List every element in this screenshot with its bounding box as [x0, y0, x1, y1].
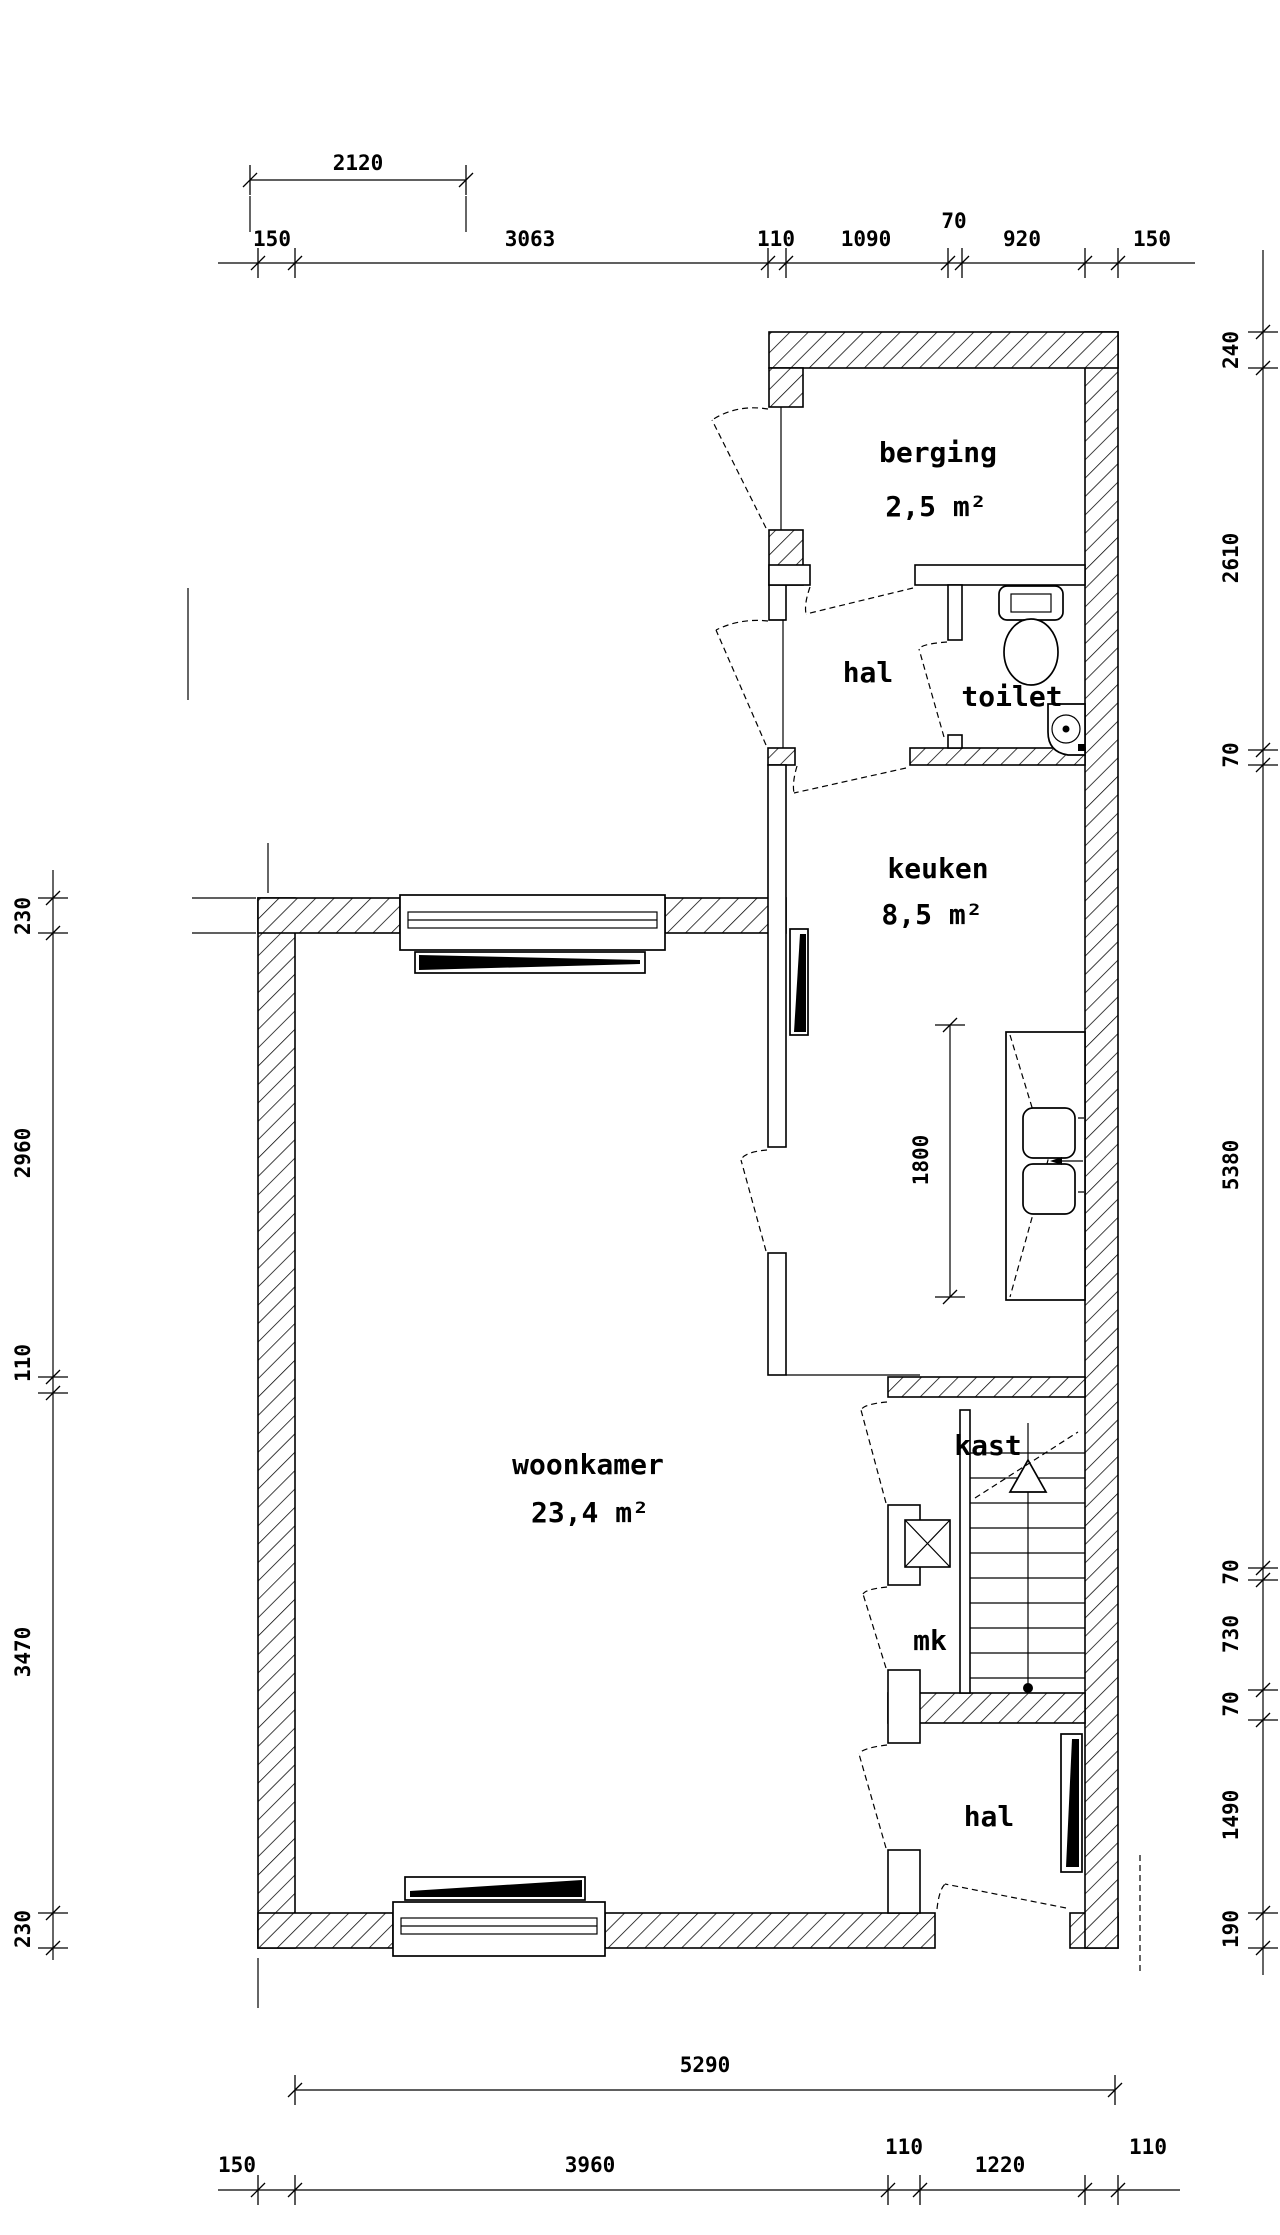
shaft-box — [904, 1519, 951, 1568]
dimension-top-2120: 2120 — [242, 151, 474, 196]
dim-left-0: 230 — [11, 897, 35, 935]
dim-top-5: 920 — [1003, 227, 1041, 251]
walls-partition — [767, 407, 1086, 1914]
toilet-fixture — [998, 585, 1064, 686]
dim-left-3: 3470 — [11, 1627, 35, 1678]
walls-hatched — [257, 331, 1119, 1949]
dimension-row-bottom: 150 3960 110 1220 110 — [218, 2135, 1180, 2206]
dim-bottom-width: 5290 — [680, 2053, 731, 2077]
dimension-bottom-5290: 5290 — [287, 2053, 1123, 2106]
dim-counter: 1800 — [909, 1135, 933, 1186]
dim-right-3: 5380 — [1219, 1140, 1243, 1191]
door-hal-keuken — [792, 765, 907, 794]
room-berging-label: berging — [879, 436, 997, 469]
dim-top-6: 150 — [1133, 227, 1171, 251]
room-toilet-label: toilet — [961, 680, 1062, 713]
dim-top-4: 70 — [941, 209, 966, 233]
dim-bot-2: 110 — [885, 2135, 923, 2159]
radiator-hal — [1060, 1733, 1083, 1873]
window-bottom — [392, 1901, 606, 1957]
dimension-col-left: 230 2960 110 3470 230 — [11, 870, 69, 1960]
dim-top-0: 150 — [253, 227, 291, 251]
door-hal-exterior — [715, 619, 769, 746]
door-hal-toilet — [918, 641, 948, 738]
room-woonkamer-area: 23,4 m² — [531, 1496, 649, 1529]
door-kast — [860, 1401, 888, 1504]
dim-top-width: 2120 — [333, 151, 384, 175]
room-kast-label: kast — [954, 1429, 1021, 1462]
dim-bot-3: 1220 — [975, 2153, 1026, 2177]
radiator-keuken — [789, 928, 809, 1036]
dim-right-8: 190 — [1219, 1910, 1243, 1948]
sink-fixture — [1047, 703, 1086, 756]
room-hal-beneden-label: hal — [964, 1800, 1015, 1833]
dim-left-2: 110 — [11, 1344, 35, 1382]
dim-top-1: 3063 — [505, 227, 556, 251]
dim-bot-0: 150 — [218, 2153, 256, 2177]
dim-top-2: 110 — [757, 227, 795, 251]
room-mk-label: mk — [913, 1624, 947, 1657]
room-woonkamer-label: woonkamer — [512, 1448, 664, 1481]
dim-right-0: 240 — [1219, 331, 1243, 369]
dim-left-4: 230 — [11, 1910, 35, 1948]
dimension-col-right: 240 2610 70 5380 70 730 70 1490 190 — [1219, 250, 1279, 1975]
window-top — [399, 894, 666, 951]
room-hal-boven-label: hal — [843, 656, 894, 689]
door-keuken-woonkamer — [740, 1149, 768, 1252]
dimension-kitchen-1800: 1800 — [909, 1017, 966, 1305]
stairs — [959, 1409, 1085, 1694]
dim-right-4: 70 — [1219, 1559, 1243, 1584]
room-keuken-label: keuken — [887, 852, 988, 885]
dim-left-1: 2960 — [11, 1128, 35, 1179]
kitchen-counter — [1005, 1031, 1086, 1301]
dim-bot-4: 110 — [1129, 2135, 1167, 2159]
dim-right-6: 70 — [1219, 1691, 1243, 1716]
room-labels: berging 2,5 m² hal toilet keuken 8,5 m² … — [512, 436, 1062, 1833]
dim-right-1: 2610 — [1219, 533, 1243, 584]
extension-lines — [187, 196, 1141, 2008]
door-berging-hal — [804, 586, 914, 615]
radiator-woonkamer-bottom — [404, 1876, 586, 1901]
radiator-woonkamer-top — [414, 951, 646, 974]
dim-right-2: 70 — [1219, 742, 1243, 767]
door-entrance — [936, 1883, 1067, 1910]
dim-bot-1: 3960 — [565, 2153, 616, 2177]
door-berging-exterior — [711, 407, 769, 529]
room-berging-area: 2,5 m² — [885, 490, 986, 523]
dim-right-7: 1490 — [1219, 1790, 1243, 1841]
room-keuken-area: 8,5 m² — [881, 898, 982, 931]
door-hal-woonkamer — [858, 1744, 888, 1849]
door-mk — [862, 1586, 888, 1669]
dim-right-5: 730 — [1219, 1615, 1243, 1653]
dim-top-3: 1090 — [841, 227, 892, 251]
dimension-row-top: 150 3063 110 1090 70 920 150 — [218, 209, 1195, 279]
